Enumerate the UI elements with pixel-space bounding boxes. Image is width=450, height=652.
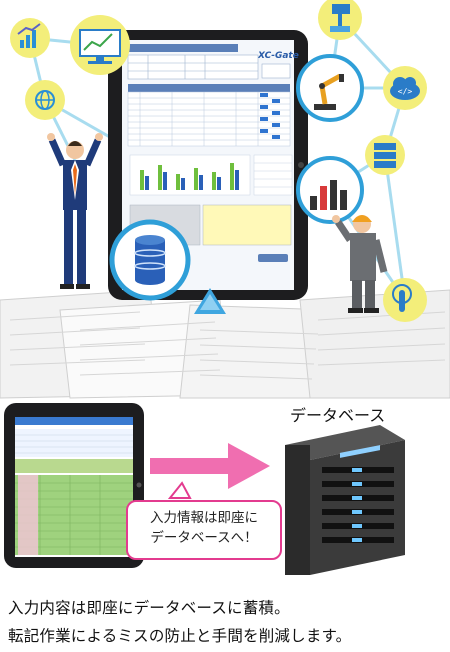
icon-server <box>365 135 405 175</box>
paper-pile <box>0 289 450 399</box>
server-icon <box>285 425 405 575</box>
icon-globe-network <box>25 80 65 120</box>
worker-figure <box>332 215 388 313</box>
icon-cloud-code: </> <box>383 66 427 110</box>
caption-line-2: 転記作業によるミスの防止と手間を削減します。 <box>8 627 352 645</box>
arrow-to-database <box>150 443 270 489</box>
small-tablet <box>4 403 144 568</box>
icon-touch-hand <box>383 278 427 322</box>
speech-bubble: 入力情報は即座に データベースへ！ <box>126 500 282 560</box>
database-label: データベース <box>290 406 386 425</box>
xc-gate-logo: XC-Gate <box>257 51 299 61</box>
icon-database <box>109 219 191 301</box>
icon-presentation-chart <box>296 156 364 224</box>
svg-text:</>: </> <box>398 87 413 96</box>
icon-bar-chart <box>10 18 50 58</box>
icon-signpost <box>318 0 362 40</box>
bubble-line-2: データベースへ！ <box>150 530 258 546</box>
icon-factory-robot-arm <box>296 54 364 122</box>
businessman-figure <box>47 133 103 289</box>
bottom-illustration <box>4 403 405 575</box>
bubble-tail <box>167 481 192 499</box>
caption-line-1: 入力内容は即座にデータベースに蓄積。 <box>8 599 290 617</box>
icon-monitor-line-chart <box>70 15 130 75</box>
top-illustration: XC-Gate <box>0 0 450 399</box>
pyramid-logo <box>194 288 226 314</box>
bubble-line-1: 入力情報は即座に <box>150 510 258 526</box>
